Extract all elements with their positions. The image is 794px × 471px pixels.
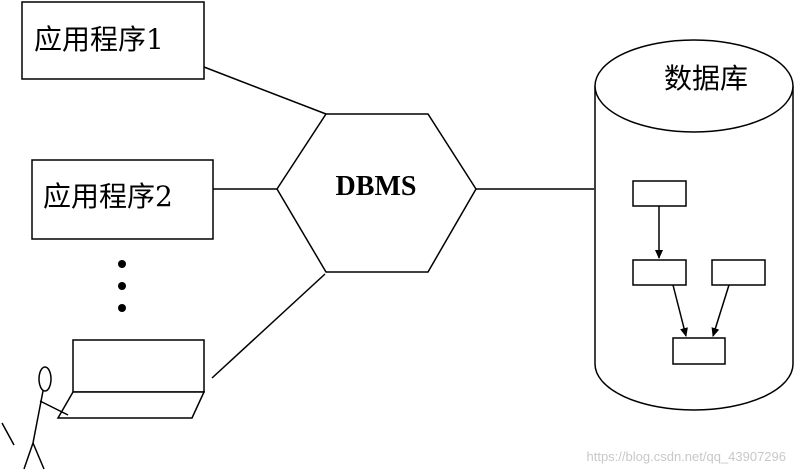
db-arrow-left-to-bottom: [672, 284, 688, 337]
laptop-keyboard: [56, 391, 206, 419]
laptop-screen: [72, 339, 205, 393]
db-record-box-middle-right: [711, 259, 766, 286]
dbms: DBMS: [276, 113, 477, 273]
database-cylinder: 数据库: [594, 39, 794, 411]
application-1-box: [21, 1, 205, 80]
ellipsis-dots: [118, 260, 126, 312]
user-icon: [1, 366, 69, 470]
dbms-hexagon: [276, 113, 477, 273]
dbms-label: DBMS: [336, 171, 417, 202]
application-2: 应用程序2: [31, 159, 214, 240]
application-2-label: 应用程序2: [43, 180, 173, 213]
ellipsis-dot: [118, 260, 126, 268]
application-1: 应用程序1: [21, 1, 205, 80]
ellipsis-dot: [118, 304, 126, 312]
db-record-box-top: [632, 180, 687, 207]
database-cylinder-top: [594, 39, 794, 133]
application-2-box: [31, 159, 214, 240]
connector-terminal-dbms: [211, 273, 326, 379]
database-cylinder-body: [594, 86, 794, 411]
application-1-label: 应用程序1: [34, 23, 164, 56]
user-head: [38, 366, 52, 392]
db-arrow-right-to-bottom: [711, 284, 730, 337]
ellipsis-dot: [118, 282, 126, 290]
db-record-box-middle-left: [632, 259, 687, 286]
watermark-text: https://blog.csdn.net/qq_43907296: [587, 449, 787, 464]
connector-app1-dbms: [203, 66, 327, 115]
terminal-laptop: [56, 339, 206, 419]
db-record-box-bottom: [672, 337, 726, 365]
database-label: 数据库: [664, 62, 748, 95]
